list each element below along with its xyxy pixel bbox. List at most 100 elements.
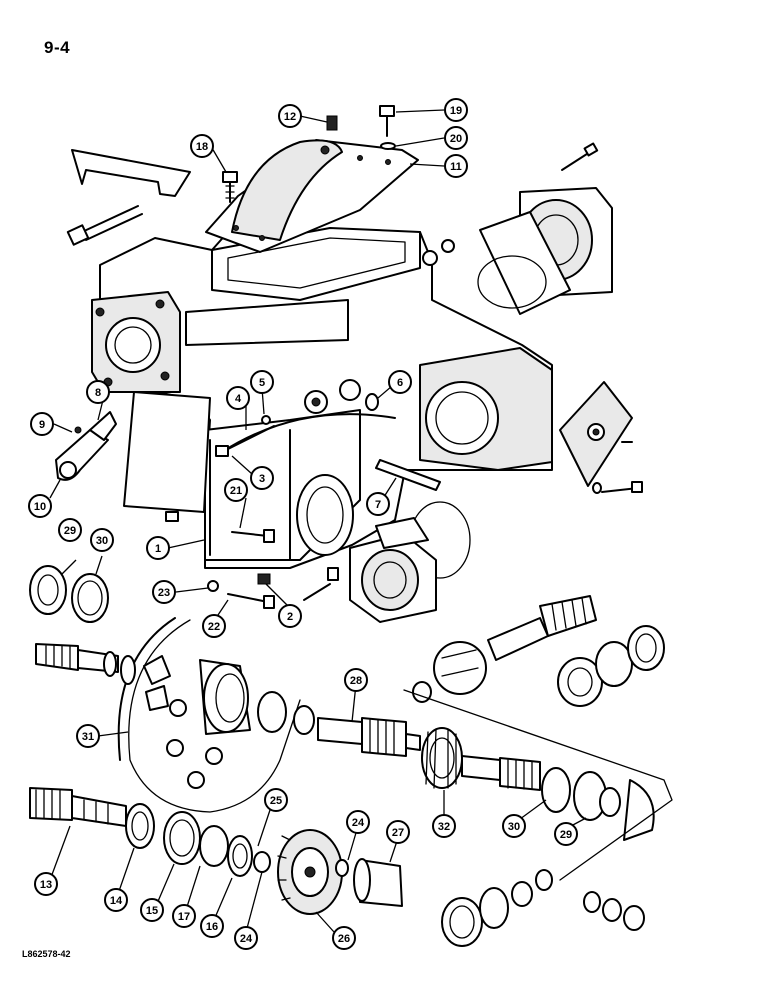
- callout-22: 22: [202, 614, 226, 638]
- callout-label: 23: [158, 587, 170, 599]
- callout-label: 8: [95, 387, 101, 399]
- callout-label: 16: [206, 921, 218, 933]
- page-number: 9-4: [44, 38, 71, 57]
- callout-label: 13: [40, 879, 52, 891]
- bolt-21: [231, 531, 269, 537]
- lower-flange-cover: [303, 501, 471, 623]
- callout-16: 16: [200, 914, 224, 938]
- plug-2: [257, 573, 271, 585]
- callout-label: 1: [155, 543, 161, 555]
- callout-31: 31: [76, 724, 100, 748]
- side-cover-plate: [123, 391, 211, 513]
- callout-label: 3: [259, 473, 265, 485]
- callout-29b: 29: [554, 822, 578, 846]
- callout-17: 17: [172, 904, 196, 928]
- callout-label: 27: [392, 827, 404, 839]
- callout-19: 19: [444, 98, 468, 122]
- callout-32: 32: [432, 814, 456, 838]
- callout-label: 32: [438, 821, 450, 833]
- bracket-plate: [71, 149, 191, 197]
- top-cover: [205, 139, 419, 253]
- bolt-4: [225, 425, 275, 451]
- nut-3: [215, 445, 229, 457]
- callout-label: 5: [259, 377, 265, 389]
- small-plug: [165, 511, 179, 522]
- callout-label: 15: [146, 905, 158, 917]
- callout-27: 27: [386, 820, 410, 844]
- pinion-shaft: [412, 595, 665, 707]
- gear-26: [277, 829, 343, 915]
- cup-30-left: [71, 573, 109, 623]
- callout-1: 1: [146, 536, 170, 560]
- callout-20: 20: [444, 126, 468, 150]
- right-cover: [422, 142, 613, 315]
- callout-21: 21: [224, 478, 248, 502]
- callout-label: 6: [397, 377, 403, 389]
- callout-label: 19: [450, 105, 462, 117]
- callout-13: 13: [34, 872, 58, 896]
- main-shaft-28: [317, 717, 421, 757]
- callout-label: 25: [270, 795, 282, 807]
- bottom-right-bearings: [403, 689, 673, 947]
- callout-label: 14: [110, 895, 123, 907]
- callout-5: 5: [250, 370, 274, 394]
- drawing-reference-code: L862578-42: [22, 949, 71, 959]
- callout-label: 12: [284, 111, 296, 123]
- callout-label: 10: [34, 501, 46, 513]
- callout-label: 30: [96, 535, 108, 547]
- callout-7: 7: [366, 492, 390, 516]
- callout-6: 6: [388, 370, 412, 394]
- bolt-18: [222, 171, 238, 203]
- right-output-shaft: [461, 755, 655, 841]
- breather-12: [326, 115, 338, 131]
- shift-fork: [55, 411, 117, 481]
- callout-24a: 24: [346, 810, 370, 834]
- callout-label: 22: [208, 621, 220, 633]
- callout-9: 9: [30, 412, 54, 436]
- nut-23: [207, 580, 219, 592]
- callout-18: 18: [190, 134, 214, 158]
- callout-label: 28: [350, 675, 362, 687]
- callout-26: 26: [332, 926, 356, 950]
- callout-label: 29: [560, 829, 572, 841]
- callout-label: 31: [82, 731, 94, 743]
- callout-12: 12: [278, 104, 302, 128]
- bolt-19: [379, 105, 396, 150]
- callout-label: 9: [39, 419, 45, 431]
- callout-label: 2: [287, 611, 293, 623]
- callout-10: 10: [28, 494, 52, 518]
- callout-30b: 30: [502, 814, 526, 838]
- bearing-29-left: [29, 565, 67, 615]
- callout-label: 20: [450, 133, 462, 145]
- lower-shaft-13: [29, 787, 271, 877]
- callout-label: 30: [508, 821, 520, 833]
- washer-6: [365, 393, 379, 411]
- callout-label: 7: [375, 499, 381, 511]
- callout-15: 15: [140, 898, 164, 922]
- callout-14: 14: [104, 888, 128, 912]
- drive-housing: [91, 227, 553, 569]
- sleeve-27: [335, 858, 403, 907]
- callout-label: 26: [338, 933, 350, 945]
- differential-hub: [199, 659, 315, 735]
- callout-23: 23: [152, 580, 176, 604]
- callout-label: 24: [240, 933, 253, 945]
- callout-30a: 30: [90, 528, 114, 552]
- dowel-7: [375, 459, 441, 491]
- callout-24b: 24: [234, 926, 258, 950]
- callout-3: 3: [250, 466, 274, 490]
- bolt-22: [227, 593, 269, 603]
- callout-8: 8: [86, 380, 110, 404]
- gear-32: [421, 727, 463, 789]
- diamond-cover: [559, 381, 643, 494]
- callout-label: 4: [235, 393, 242, 405]
- callout-4: 4: [226, 386, 250, 410]
- callout-2: 2: [278, 604, 302, 628]
- callout-11: 11: [444, 154, 468, 178]
- callout-label: 17: [178, 911, 190, 923]
- callout-label: 11: [450, 161, 462, 173]
- callout-label: 18: [196, 141, 208, 153]
- callout-29a: 29: [58, 518, 82, 542]
